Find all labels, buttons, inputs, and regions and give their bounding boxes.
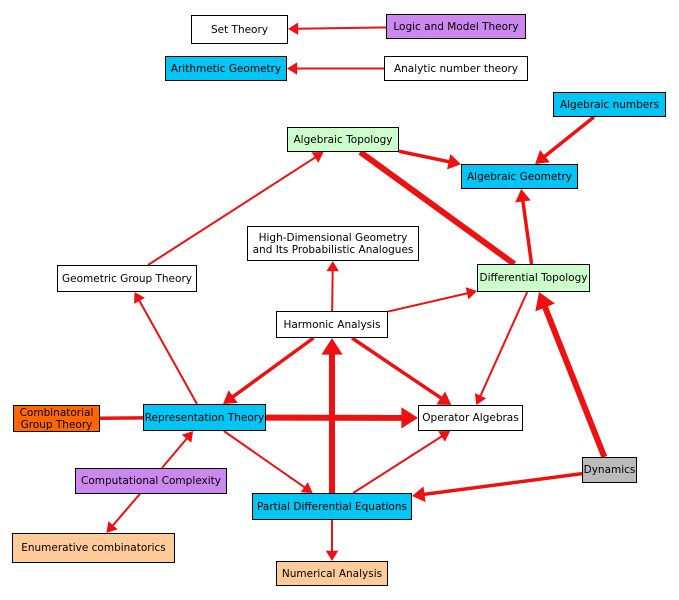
edge-line [520, 198, 534, 265]
edge-arrowhead [287, 62, 298, 75]
node-computational-complexity[interactable]: Computational Complexity [75, 468, 227, 494]
edge-line [230, 336, 315, 400]
edge-line [358, 149, 517, 267]
node-high-dimensional-geometry[interactable]: High-Dimensional Geometry and Its Probab… [247, 226, 419, 261]
edge-line [541, 303, 608, 459]
node-analytic-number-theory[interactable]: Analytic number theory [384, 56, 528, 81]
edge-rep-to-opalg [265, 407, 418, 429]
edge-algtop-to-difftop [358, 149, 517, 267]
node-numerical-analysis[interactable]: Numerical Analysis [276, 561, 388, 586]
node-partial-differential-equations[interactable]: Partial Differential Equations [252, 493, 412, 520]
edge-arrowhead [438, 431, 451, 442]
edge-rep-to-pde [223, 430, 313, 493]
edge-arrowhead [474, 393, 487, 405]
node-algebraic-numbers[interactable]: Algebraic numbers [553, 92, 666, 117]
edge-arrowhead [436, 391, 452, 405]
edge-logic-to-set [288, 22, 387, 35]
edge-line [541, 115, 595, 160]
edge-arrowhead [326, 261, 339, 272]
edge-line [387, 291, 470, 313]
edge-line [296, 26, 387, 30]
node-combinatorial-group-theory[interactable]: Combinatorial Group Theory [13, 405, 100, 432]
edge-arrowhead [223, 390, 238, 404]
edge-arrowhead [401, 407, 418, 429]
edge-line [478, 291, 529, 398]
edge-difftop-to-opalg [474, 291, 529, 405]
edge-compcx-to-rep [161, 431, 194, 469]
node-algebraic-topology[interactable]: Algebraic Topology [287, 127, 399, 152]
node-operator-algebras[interactable]: Operator Algebras [418, 405, 523, 431]
node-differential-topology[interactable]: Differential Topology [477, 264, 590, 292]
edge-geogroup-to-algtop [147, 152, 324, 266]
edge-dynamics-to-difftop [535, 292, 608, 459]
edge-arrowhead [465, 287, 477, 300]
edge-arrowhead [181, 431, 194, 443]
edge-arrowhead [515, 189, 531, 203]
edge-arrowhead [412, 486, 426, 503]
edge-line [223, 430, 307, 490]
edge-line [147, 155, 318, 266]
edge-pde-to-harmonic [321, 338, 343, 493]
edge-arrowhead [106, 521, 118, 533]
node-geometric-group-theory[interactable]: Geometric Group Theory [57, 265, 197, 292]
edge-arrowhead [288, 22, 299, 35]
edge-harmonic-to-rep [223, 336, 315, 404]
node-arithmetic-geometry[interactable]: Arithmetic Geometry [165, 56, 287, 81]
edge-pde-to-opalg [352, 431, 451, 494]
edge-line [421, 471, 583, 497]
edge-dynamics-to-pde [412, 471, 583, 503]
edge-line [331, 269, 334, 312]
edge-arrowhead [134, 292, 145, 304]
node-representation-theory[interactable]: Representation Theory [143, 404, 266, 431]
edge-arrowhead [300, 482, 313, 493]
edge-line [137, 298, 198, 405]
edge-compcx-to-enum [106, 493, 141, 533]
edge-harmonic-to-difftop [387, 287, 477, 313]
node-dynamics[interactable]: Dynamics [582, 457, 637, 483]
edge-line [161, 436, 189, 469]
node-enumerative-combinatorics[interactable]: Enumerative combinatorics [12, 533, 175, 563]
node-set-theory[interactable]: Set Theory [191, 15, 288, 44]
edge-analytic-to-arith [287, 62, 384, 75]
edge-harmonic-to-opalg [351, 336, 452, 405]
node-logic-and-model-theory[interactable]: Logic and Model Theory [386, 14, 526, 39]
edge-line [398, 149, 452, 164]
edge-harmonic-to-highdim [326, 261, 339, 312]
edge-algtop-to-alggeo [398, 149, 461, 170]
edge-arrowhead [325, 550, 339, 561]
edge-line [351, 336, 444, 401]
node-harmonic-analysis[interactable]: Harmonic Analysis [276, 311, 388, 338]
edge-algnum-to-alggeo [535, 115, 595, 164]
edge-line [110, 493, 141, 528]
edge-arrowhead [447, 153, 461, 170]
edge-arrowhead [535, 149, 550, 164]
edge-rep-to-geogroup [134, 292, 198, 405]
edge-difftop-to-alggeo [515, 189, 534, 265]
edge-line [352, 434, 444, 494]
edge-arrowhead [321, 338, 343, 355]
edge-arrowhead [535, 292, 556, 312]
edge-arrowhead [311, 152, 324, 163]
node-algebraic-geometry[interactable]: Algebraic Geometry [461, 164, 578, 189]
edge-pde-to-numan [325, 520, 339, 561]
